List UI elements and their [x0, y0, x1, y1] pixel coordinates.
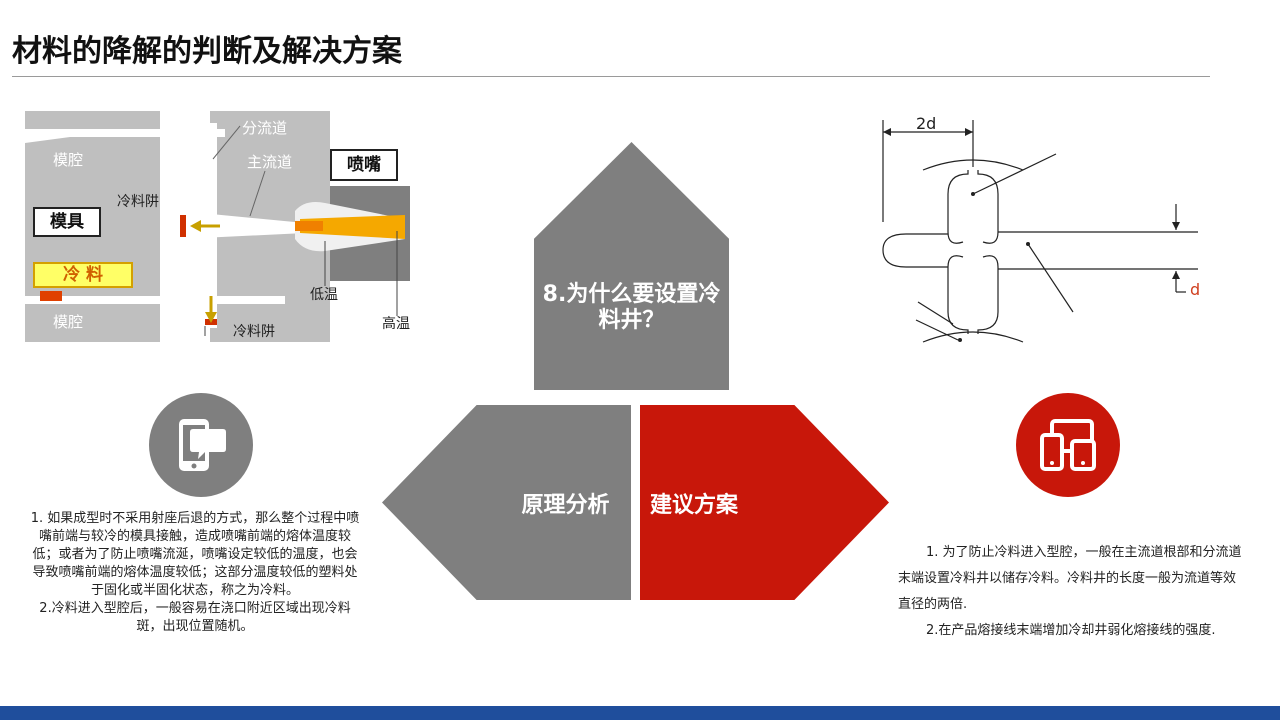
label-low-temp: 低温 [310, 287, 338, 303]
recommendation-label: 建议方案 [650, 493, 739, 518]
label-main-runner: 主流道 [247, 153, 293, 171]
label-2d: 2d [916, 114, 937, 133]
cold-well-dimension-diagram: 2d d [878, 112, 1208, 348]
page-title: 材料的降解的判断及解决方案 [12, 34, 402, 69]
devices-icon [1040, 419, 1096, 471]
title-divider [12, 76, 1210, 77]
label-cold-well-top: 冷料阱 [117, 194, 159, 210]
label-d: d [1190, 280, 1201, 299]
tablet-chat-icon [179, 419, 226, 471]
left-circle-badge [149, 393, 253, 497]
label-mold: 模具 [33, 207, 101, 237]
right-circle-badge [1016, 393, 1120, 497]
label-branch-runner: 分流道 [242, 119, 288, 137]
principle-analysis-label: 原理分析 [521, 493, 610, 518]
question-text: 8.为什么要设置冷料井？ [542, 282, 721, 333]
recommendation-text: 1. 为了防止冷料进入型腔，一般在主流道根部和分流道末端设置冷料井以储存冷料。冷… [898, 540, 1243, 644]
label-mold-cavity-bottom: 模腔 [53, 313, 84, 331]
principle-analysis-text: 1. 如果成型时不采用射座后退的方式，那么整个过程中喷嘴前端与较冷的模具接触，造… [30, 510, 360, 636]
question-shape [534, 142, 729, 390]
cold-well-diagram: 分流道 模腔 主流道 喷嘴 冷料阱 模具 冷 料 低温 模腔 高温 冷料阱 [25, 111, 425, 342]
label-cold-well-bottom: 冷料阱 [233, 324, 275, 340]
cold-well-dimension-graphic [882, 120, 1198, 343]
label-nozzle: 喷嘴 [330, 149, 398, 181]
label-high-temp: 高温 [382, 316, 410, 332]
recommendation-paragraph-2: 2.在产品熔接线末端增加冷却井弱化熔接线的强度. [926, 623, 1216, 638]
label-mold-cavity-top: 模腔 [53, 151, 84, 169]
cold-well-diagram-graphic [25, 111, 425, 342]
principle-paragraph-1: 1. 如果成型时不采用射座后退的方式，那么整个过程中喷嘴前端与较冷的模具接触，造… [30, 511, 360, 598]
footer-bar [0, 706, 1280, 720]
recommendation-paragraph-1: 1. 为了防止冷料进入型腔，一般在主流道根部和分流道末端设置冷料井以储存冷料。冷… [898, 545, 1242, 612]
principle-paragraph-2: 2.冷料进入型腔后，一般容易在浇口附近区域出现冷料斑，出现位置随机。 [39, 601, 351, 634]
label-cold-material: 冷 料 [33, 262, 133, 288]
